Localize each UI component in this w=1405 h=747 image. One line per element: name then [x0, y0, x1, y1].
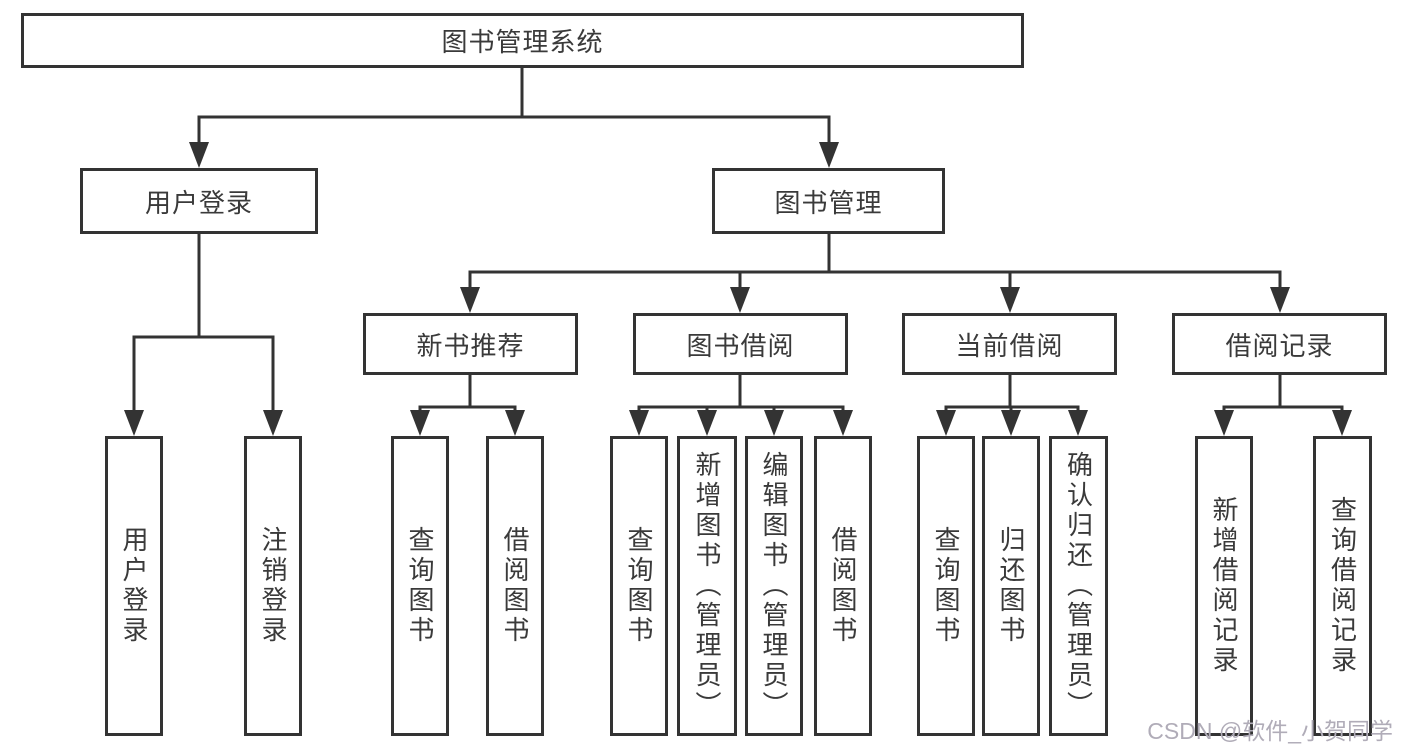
node-leaf-query-books-recommend: 查询图书 [391, 436, 449, 736]
watermark: CSDN @软件_小贺同学 [1147, 718, 1393, 744]
leaf-label: 查询图书 [405, 526, 435, 646]
leaf-label: 归还图书 [996, 526, 1026, 646]
node-leaf-query-borrow-record: 查询借阅记录 [1313, 436, 1372, 736]
node-book-management: 图书管理 [712, 168, 945, 234]
leaf-label: 注销登录 [258, 526, 288, 646]
node-book-borrow: 图书借阅 [633, 313, 848, 375]
node-leaf-edit-book-admin: 编辑图书（管理员） [745, 436, 803, 736]
node-leaf-add-borrow-record: 新增借阅记录 [1195, 436, 1253, 736]
node-new-book-recommend: 新书推荐 [363, 313, 578, 375]
leaf-label: 查询图书 [931, 526, 961, 646]
node-library-system: 图书管理系统 [21, 13, 1024, 68]
leaf-label: 用户登录 [119, 526, 149, 646]
leaf-label: 编辑图书（管理员） [759, 451, 789, 721]
leaf-label: 新增借阅记录 [1209, 496, 1239, 676]
node-borrow-records: 借阅记录 [1172, 313, 1387, 375]
node-leaf-query-books-borrow: 查询图书 [610, 436, 668, 736]
leaf-label: 新增图书（管理员） [692, 451, 722, 721]
node-leaf-borrow-books-recommend: 借阅图书 [486, 436, 544, 736]
leaf-label: 借阅图书 [828, 526, 858, 646]
leaf-label: 确认归还（管理员） [1063, 451, 1094, 721]
node-leaf-confirm-return-admin: 确认归还（管理员） [1049, 436, 1108, 736]
node-leaf-add-book-admin: 新增图书（管理员） [677, 436, 737, 736]
leaf-label: 查询借阅记录 [1327, 496, 1358, 676]
leaf-label: 查询图书 [624, 526, 654, 646]
leaf-label: 借阅图书 [500, 526, 530, 646]
node-leaf-user-login: 用户登录 [105, 436, 163, 736]
node-leaf-return-book: 归还图书 [982, 436, 1040, 736]
node-leaf-borrow-books: 借阅图书 [814, 436, 872, 736]
node-current-borrow: 当前借阅 [902, 313, 1117, 375]
node-user-login: 用户登录 [80, 168, 318, 234]
node-leaf-query-books-current: 查询图书 [917, 436, 975, 736]
node-leaf-logout: 注销登录 [244, 436, 302, 736]
